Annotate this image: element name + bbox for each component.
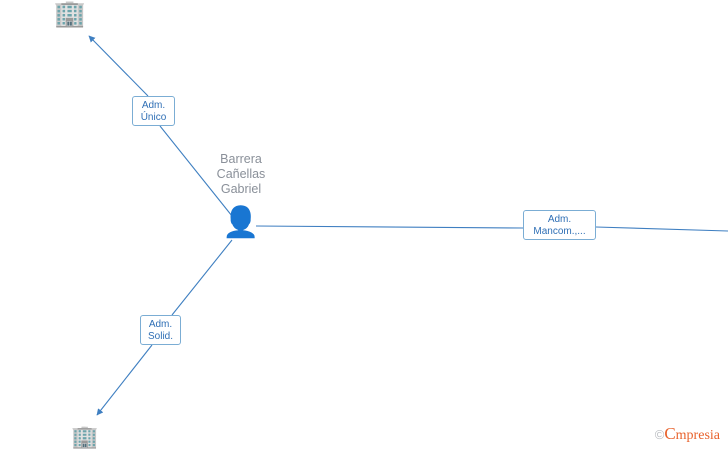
person-icon[interactable]: 👤 (222, 206, 260, 239)
edge-line-adm-mancom (255, 225, 728, 232)
watermark-brand-initial: C (664, 424, 676, 443)
building-icon[interactable]: 🏢 (53, 0, 87, 28)
edge-label-adm-mancom[interactable]: Adm. Mancom.,... (523, 210, 596, 240)
watermark: ©Cmpresia (655, 424, 720, 444)
edge-label-adm-solid[interactable]: Adm. Solid. (140, 315, 181, 345)
edge-label-adm-unico[interactable]: Adm. Único (132, 96, 175, 126)
node-person-label: Barrera Cañellas Gabriel (216, 152, 266, 196)
watermark-copyright: © (654, 427, 665, 442)
node-company-bottom[interactable]: 🏢 (64, 426, 106, 452)
node-company-top[interactable]: 🏢 (48, 0, 92, 30)
node-person-center[interactable]: Barrera Cañellas Gabriel 👤 (190, 152, 292, 242)
edge-line-adm-solid (96, 239, 233, 416)
edge-line-adm-unico (88, 35, 233, 217)
building-icon-gray[interactable]: 🏢 (71, 424, 99, 449)
watermark-brand-rest: mpresia (675, 428, 720, 443)
